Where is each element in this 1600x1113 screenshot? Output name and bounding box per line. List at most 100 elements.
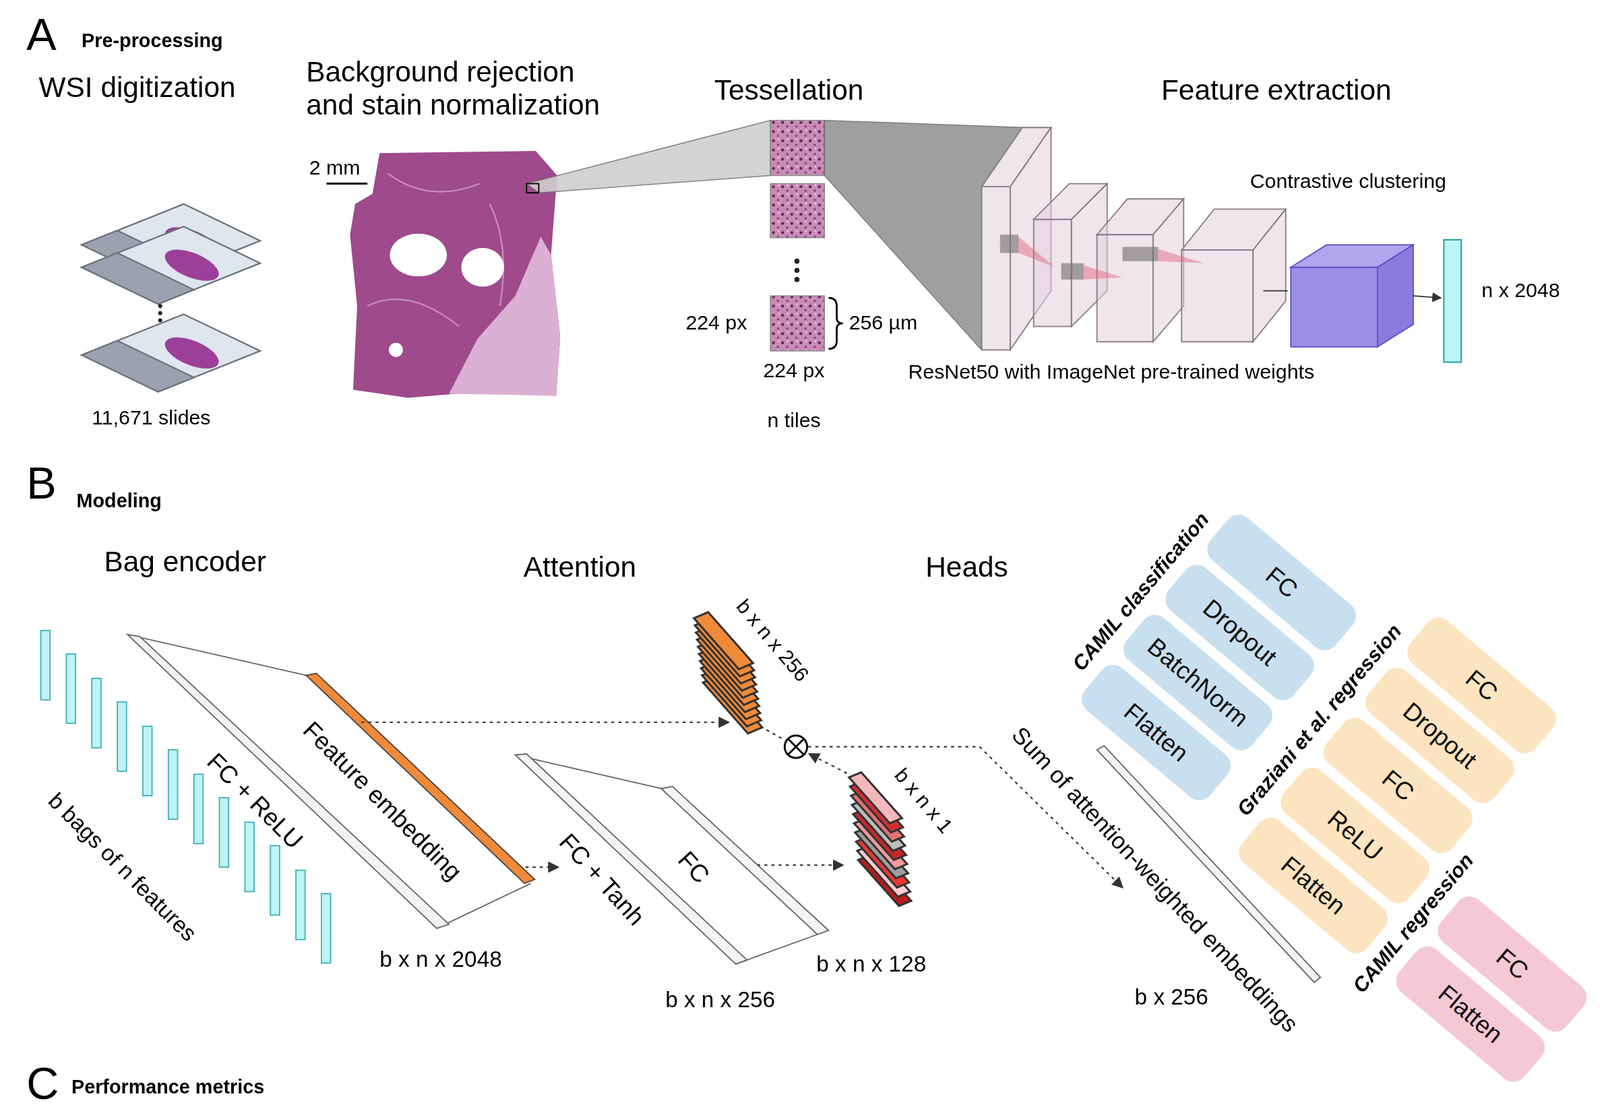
zoom-box xyxy=(526,183,539,194)
slide-tissue xyxy=(161,243,224,288)
dotted-arrow xyxy=(361,721,729,724)
ellipsis-dot xyxy=(158,303,163,309)
kernel-cube xyxy=(1061,263,1084,280)
layer-name: ReLU xyxy=(1322,805,1389,867)
feature-bar xyxy=(219,797,230,868)
image-tile xyxy=(770,295,825,352)
feature-bar xyxy=(168,750,178,820)
tissue-hole xyxy=(460,248,505,288)
step-heading: Attention xyxy=(523,551,637,585)
feature-bar xyxy=(91,678,102,749)
layer-label: FC + ReLU xyxy=(201,747,309,855)
layer-name: Flatten xyxy=(1432,979,1508,1049)
layer-name: Flatten xyxy=(1118,698,1194,767)
layer-block xyxy=(1181,250,1253,342)
scale-bar xyxy=(326,182,368,185)
tensor-shape: b x 256 xyxy=(1134,984,1209,1011)
tensor-shape: b x n x 256 xyxy=(665,986,776,1013)
ellipsis-dot xyxy=(158,318,163,323)
tissue-hole xyxy=(389,233,447,278)
panel-title: Pre-processing xyxy=(81,29,223,52)
clustering-block xyxy=(1290,244,1414,347)
layer-name: FC xyxy=(1376,764,1419,807)
kernel-cube xyxy=(1122,246,1158,261)
feature-bar xyxy=(244,822,255,892)
step-heading: Tessellation xyxy=(714,74,865,108)
feature-bar xyxy=(270,845,280,916)
kernel-cone xyxy=(1083,265,1123,280)
layer-block xyxy=(1153,198,1184,342)
multiply-cross xyxy=(787,738,805,755)
image-tile xyxy=(770,120,825,176)
feature-bar xyxy=(142,726,153,796)
panel-title: Modeling xyxy=(76,489,162,513)
layer-label: FC xyxy=(672,845,716,889)
slide-glass xyxy=(81,314,261,392)
fc-layer-slab xyxy=(515,754,748,965)
dimension: 224 px xyxy=(685,311,747,335)
slide-glass xyxy=(81,226,261,304)
projection-line xyxy=(735,934,818,965)
panel-letter: B xyxy=(26,460,56,507)
brace xyxy=(828,297,843,350)
component-label: Contrastive clustering xyxy=(1250,169,1447,193)
tissue-light-region xyxy=(448,236,561,396)
dotted-arrow xyxy=(756,864,843,867)
layer-name: Flatten xyxy=(1276,851,1352,921)
feature-bar xyxy=(66,654,76,724)
dimension: 256 µm xyxy=(849,311,918,335)
tensor-shape: b x n x 128 xyxy=(816,950,927,977)
clustering-face xyxy=(1290,267,1378,348)
layer-block xyxy=(1252,208,1286,342)
fc-layer-slab xyxy=(127,634,449,929)
resnet-blocks xyxy=(981,127,1286,350)
count-label: n tiles xyxy=(767,409,821,433)
dotted-line xyxy=(760,726,786,741)
ellipsis-dot xyxy=(158,311,163,316)
kernel-cone xyxy=(1157,248,1204,263)
dimension: 224 px xyxy=(762,359,825,383)
layer-name: FC xyxy=(1460,665,1503,707)
count-label: 11,671 slides xyxy=(91,406,211,430)
ellipsis-dot xyxy=(794,267,800,273)
step-heading: Feature extraction xyxy=(1161,74,1392,108)
flow-arrow xyxy=(1413,295,1441,298)
tile-projection xyxy=(824,120,1023,351)
zoom-projection xyxy=(526,120,771,194)
feature-bar xyxy=(41,630,51,701)
tensor-shape: n x 2048 xyxy=(1481,278,1560,302)
dotted-arrow xyxy=(808,746,1123,888)
tissue-section xyxy=(349,150,561,398)
kernel-cone xyxy=(1018,236,1056,267)
feature-vector xyxy=(1443,239,1462,363)
component-label: ResNet50 with ImageNet pre-trained weigh… xyxy=(907,360,1315,385)
layer-block xyxy=(981,186,1010,350)
tensor-shape: b x n x 2048 xyxy=(379,946,502,973)
feature-bar xyxy=(295,870,306,941)
step-heading: Background rejection and stain normaliza… xyxy=(305,55,612,122)
feature-bar xyxy=(194,774,204,844)
feature-bar xyxy=(321,893,331,964)
layer-name: FC xyxy=(1260,561,1304,604)
slide-tissue xyxy=(161,330,224,375)
image-tile xyxy=(770,183,825,238)
scale-label: 2 mm xyxy=(309,156,361,180)
ellipsis-dot xyxy=(794,277,800,283)
layer-label: FC + Tanh xyxy=(554,828,651,932)
dotted-arrows xyxy=(361,722,1123,888)
panel-letter: A xyxy=(26,12,56,58)
dotted-arrow xyxy=(809,754,848,774)
multiply-symbol xyxy=(784,735,807,759)
projection-line xyxy=(436,883,531,929)
flow-line xyxy=(1263,290,1288,292)
layer-name: FC xyxy=(1491,943,1534,986)
panel-letter: C xyxy=(26,1061,59,1107)
slide xyxy=(81,226,261,304)
feature-bar xyxy=(117,702,127,772)
fc-layer-slab xyxy=(661,786,829,935)
panel-title: Performance metrics xyxy=(71,1076,265,1099)
step-heading: Heads xyxy=(925,551,1009,585)
step-heading: WSI digitization xyxy=(39,71,236,105)
clustering-face xyxy=(1377,244,1414,347)
